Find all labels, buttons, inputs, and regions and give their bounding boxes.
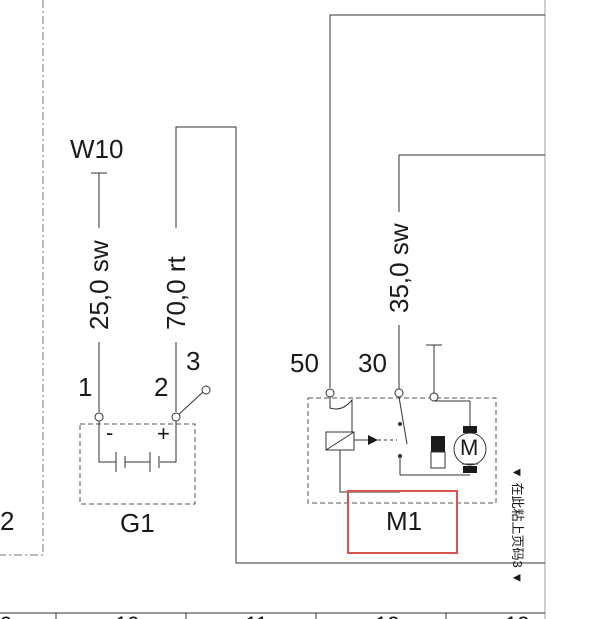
wire-positive: [175, 126, 545, 564]
solenoid-return: [339, 450, 400, 493]
actuator-arrow-icon: [368, 435, 378, 445]
motor-brush-bottom: [463, 466, 477, 473]
battery-name: G1: [120, 508, 155, 538]
m1-highlight-box: [347, 490, 458, 554]
left-module-label: 2: [0, 506, 14, 536]
footer-number: 11: [245, 612, 268, 619]
battery-cell-wires: [98, 421, 177, 463]
wire-terminal-30-upper: [398, 154, 545, 212]
w10-label: W10: [70, 134, 123, 164]
solenoid-coil-diagonal: [325, 431, 355, 451]
battery-cell-icon: [115, 452, 160, 472]
footer-number: 12: [375, 612, 399, 619]
battery-frame: [79, 423, 196, 505]
wire-label-25-sw: 25,0 sw: [84, 240, 114, 330]
battery-switch-node: [201, 385, 211, 395]
battery-plus-sign: +: [157, 421, 170, 446]
starter-frame: [307, 397, 497, 504]
field-block-light: [430, 451, 446, 469]
main-contact: [398, 396, 408, 445]
footer-number: 13: [505, 612, 529, 619]
wire-terminal-50: [329, 14, 545, 388]
wire-label-70-rt: 70,0 rt: [161, 256, 191, 330]
starter-pin-50: 50: [290, 348, 319, 378]
battery-pin-1: 1: [78, 372, 92, 402]
footer-number: 10: [115, 612, 139, 619]
starter-terminal-ground: [429, 392, 439, 402]
battery-terminal-neg: [94, 412, 104, 422]
field-block-dark: [431, 436, 445, 452]
solenoid-feed: [329, 397, 353, 432]
left-module-frame: [0, 0, 44, 556]
battery-terminal-pos: [171, 412, 181, 422]
side-note: ▼ 在此粘上页码3 ▼: [510, 466, 525, 584]
starter-name: M1: [386, 506, 422, 536]
battery-minus-sign: -: [106, 420, 113, 445]
motor-symbol: M: [460, 435, 478, 460]
starter-pin-30: 30: [358, 348, 387, 378]
starter-terminal-30: [394, 388, 404, 398]
motor-brush-top: [463, 426, 477, 433]
battery-pin-2: 2: [154, 372, 168, 402]
battery-switch-lever: [175, 391, 204, 418]
wire-label-35-sw: 35,0 sw: [384, 223, 414, 313]
motor-circle-icon: [453, 432, 487, 466]
footer-number: 9: [0, 612, 12, 619]
contact-node-upper: [398, 422, 402, 426]
starter-terminal-50: [325, 388, 335, 398]
battery-pin-3: 3: [186, 346, 200, 376]
